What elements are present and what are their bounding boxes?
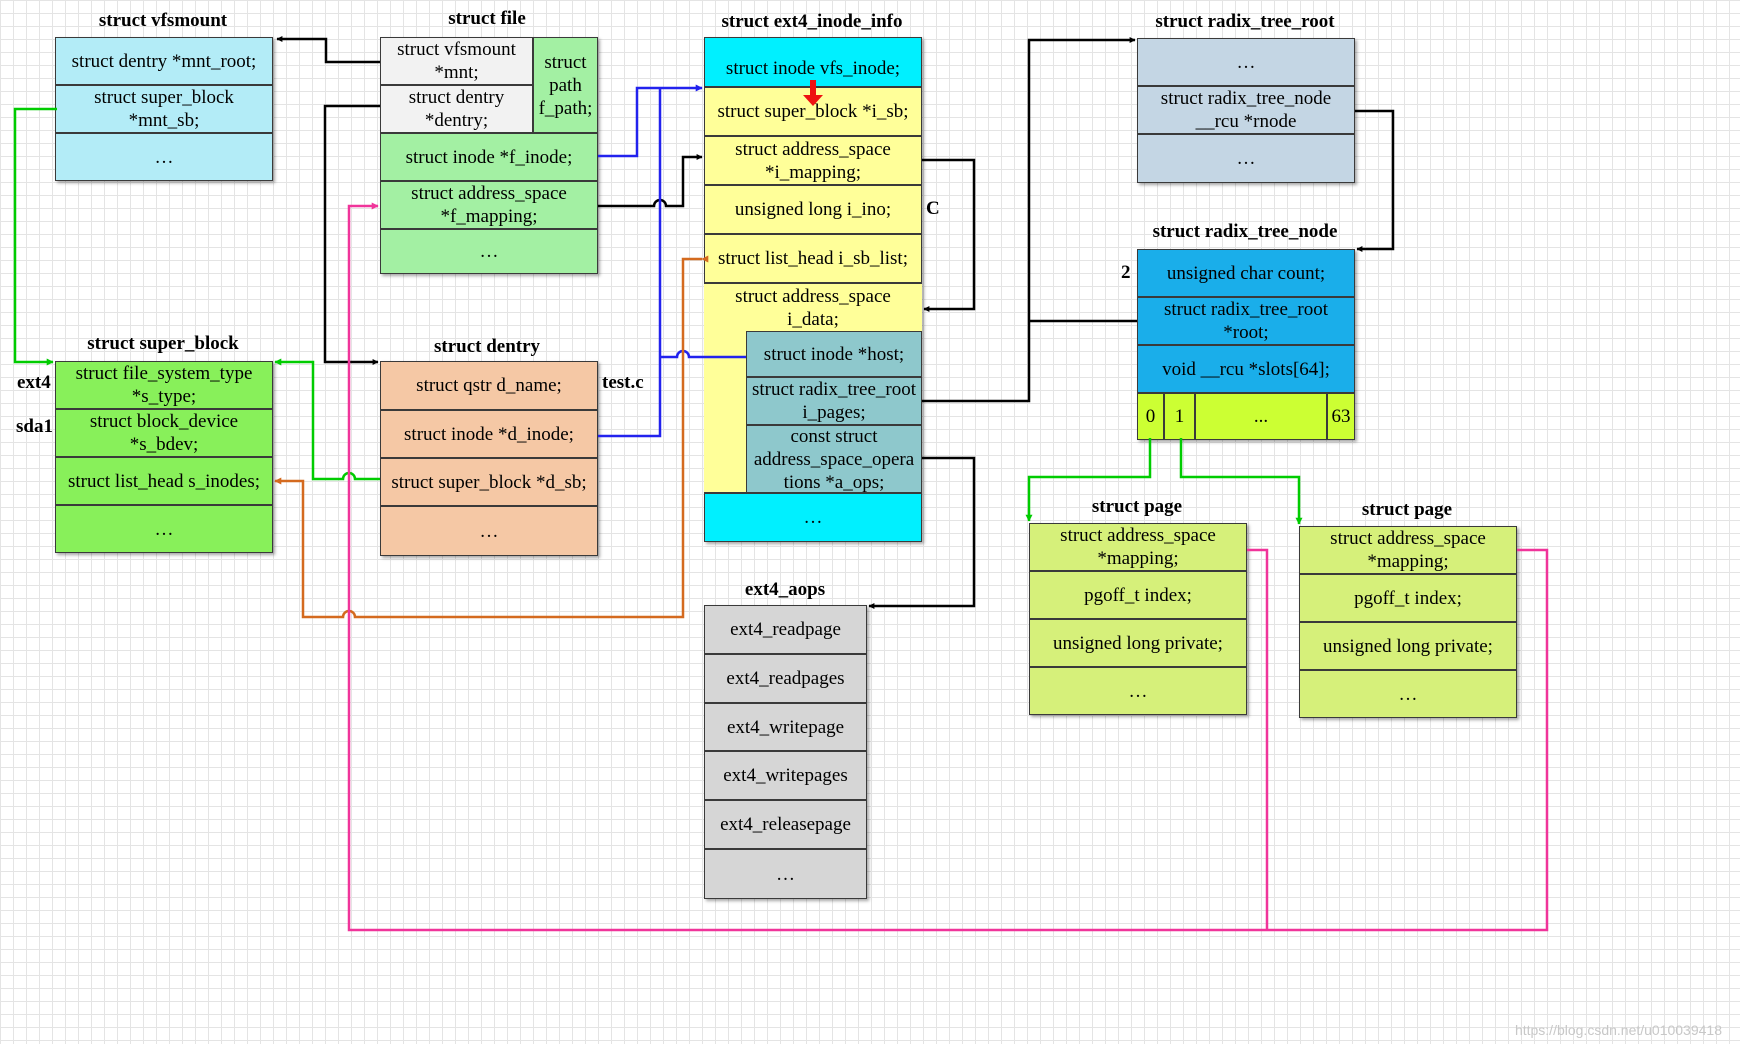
watermark: https://blog.csdn.net/u010039418 bbox=[1514, 1022, 1722, 1038]
file-f-inode-field: struct inode *f_inode; bbox=[380, 133, 598, 181]
dentry-d-name-field: struct qstr d_name; bbox=[380, 361, 598, 410]
inode-a-ops-field: const struct address_space_opera tions *… bbox=[746, 425, 922, 493]
radix-node-struct: unsigned char count; struct radix_tree_r… bbox=[1137, 249, 1355, 440]
aops-releasepage-field: ext4_releasepage bbox=[704, 800, 867, 849]
inode-i-mapping-field: struct address_space *i_mapping; bbox=[704, 136, 922, 185]
page2-more-field: … bbox=[1299, 670, 1517, 718]
inode-i-ino-field: unsigned long i_ino; bbox=[704, 185, 922, 234]
arrow-rnode-to-radix-node bbox=[1355, 109, 1395, 252]
dentry-more-field: … bbox=[380, 506, 598, 556]
dentry-test-c-label: test.c bbox=[602, 372, 644, 393]
file-more-field: … bbox=[380, 229, 598, 274]
dentry-struct: struct qstr d_name; struct inode *d_inod… bbox=[380, 361, 598, 556]
page2-mapping-field: struct address_space *mapping; bbox=[1299, 526, 1517, 574]
super-block-struct: struct file_system_type *s_type; struct … bbox=[55, 361, 273, 553]
radix-node-title: struct radix_tree_node bbox=[1152, 221, 1338, 242]
file-mnt-field: struct vfsmount *mnt; bbox=[380, 37, 533, 85]
line-page1-mapping bbox=[1247, 548, 1269, 930]
inode-c-label: C bbox=[926, 198, 940, 219]
radix-node-count-field: unsigned char count; bbox=[1137, 249, 1355, 297]
page1-index-field: pgoff_t index; bbox=[1029, 571, 1247, 619]
radix-slot-0: 0 bbox=[1137, 393, 1164, 440]
radix-node-count-label: 2 bbox=[1121, 262, 1131, 283]
page1-mapping-field: struct address_space *mapping; bbox=[1029, 523, 1247, 571]
aops-writepage-field: ext4_writepage bbox=[704, 703, 867, 751]
inode-i-data-field: struct address_space i_data; bbox=[704, 283, 922, 331]
inode-vfs-inode-field: struct inode vfs_inode; bbox=[704, 37, 922, 87]
radix-root-title: struct radix_tree_root bbox=[1155, 11, 1335, 32]
radix-node-slots-field: void __rcu *slots[64]; bbox=[1137, 345, 1355, 393]
radix-node-root-field: struct radix_tree_root *root; bbox=[1137, 297, 1355, 345]
inode-i-sb-field: struct super_block *i_sb; bbox=[704, 87, 922, 136]
vfsmount-title: struct vfsmount bbox=[98, 10, 228, 31]
aops-title: ext4_aops bbox=[744, 579, 826, 600]
page2-struct: struct address_space *mapping; pgoff_t i… bbox=[1299, 526, 1517, 718]
vfsmount-struct: struct dentry *mnt_root; struct super_bl… bbox=[55, 37, 273, 181]
radix-slot-1: 1 bbox=[1164, 393, 1195, 440]
inode-host-field: struct inode *host; bbox=[746, 331, 922, 377]
vfsmount-more-field: … bbox=[55, 133, 273, 181]
super-block-s-bdev-field: struct block_device *s_bdev; bbox=[55, 409, 273, 457]
page1-more-field: … bbox=[1029, 667, 1247, 715]
super-block-ext4-label: ext4 bbox=[17, 372, 51, 393]
file-f-path-field: struct path f_path; bbox=[533, 37, 598, 133]
arrow-i-mapping-to-i-data bbox=[922, 158, 976, 312]
vfsmount-mnt-root-field: struct dentry *mnt_root; bbox=[55, 37, 273, 85]
arrow-mnt-sb-to-super-block bbox=[13, 107, 57, 366]
aops-readpages-field: ext4_readpages bbox=[704, 654, 867, 703]
radix-root-rnode-field: struct radix_tree_node __rcu *rnode bbox=[1137, 86, 1355, 134]
aops-struct: ext4_readpage ext4_readpages ext4_writep… bbox=[704, 605, 867, 899]
inode-i-pages-field: struct radix_tree_root i_pages; bbox=[746, 377, 922, 425]
arrow-slot1-to-page2 bbox=[1179, 438, 1303, 525]
page1-struct: struct address_space *mapping; pgoff_t i… bbox=[1029, 523, 1247, 715]
inode-info-title: struct ext4_inode_info bbox=[721, 11, 903, 32]
super-block-s-inodes-field: struct list_head s_inodes; bbox=[55, 457, 273, 505]
super-block-more-field: … bbox=[55, 505, 273, 553]
vfsmount-mnt-sb-field: struct super_block *mnt_sb; bbox=[55, 85, 273, 133]
arrow-file-dentry-to-dentry bbox=[323, 104, 380, 365]
super-block-s-type-field: struct file_system_type *s_type; bbox=[55, 361, 273, 409]
file-f-mapping-field: struct address_space *f_mapping; bbox=[380, 181, 598, 229]
arrow-file-mnt-to-vfsmount bbox=[276, 36, 380, 64]
inode-i-sb-list-field: struct list_head i_sb_list; bbox=[704, 234, 922, 283]
page1-private-field: unsigned long private; bbox=[1029, 619, 1247, 667]
dentry-d-sb-field: struct super_block *d_sb; bbox=[380, 458, 598, 506]
arrow-i-pages-to-radix-root bbox=[922, 37, 1136, 403]
arrow-f-inode-to-vfs-inode bbox=[598, 84, 703, 158]
inode-more-field: … bbox=[704, 493, 922, 542]
radix-slot-63: 63 bbox=[1327, 393, 1355, 440]
arrow-d-sb-to-super-block bbox=[274, 358, 380, 481]
file-struct: struct vfsmount *mnt; struct dentry *den… bbox=[380, 37, 598, 274]
aops-more-field: … bbox=[704, 849, 867, 899]
file-title: struct file bbox=[448, 8, 526, 29]
file-dentry-field: struct dentry *dentry; bbox=[380, 85, 533, 133]
page1-title: struct page bbox=[1091, 496, 1183, 517]
super-block-title: struct super_block bbox=[87, 333, 239, 354]
radix-root-struct: … struct radix_tree_node __rcu *rnode … bbox=[1137, 38, 1355, 183]
aops-readpage-field: ext4_readpage bbox=[704, 605, 867, 654]
page2-private-field: unsigned long private; bbox=[1299, 622, 1517, 670]
aops-writepages-field: ext4_writepages bbox=[704, 751, 867, 800]
inode-info-struct: struct inode vfs_inode; struct super_blo… bbox=[704, 37, 922, 542]
radix-root-dots-bottom: … bbox=[1137, 134, 1355, 183]
dentry-d-inode-field: struct inode *d_inode; bbox=[380, 410, 598, 458]
page2-index-field: pgoff_t index; bbox=[1299, 574, 1517, 622]
radix-slot-more: ... bbox=[1195, 393, 1327, 440]
super-block-sda1-label: sda1 bbox=[16, 416, 53, 437]
dentry-title: struct dentry bbox=[433, 336, 541, 357]
page2-title: struct page bbox=[1361, 499, 1453, 520]
radix-root-dots-top: … bbox=[1137, 38, 1355, 86]
arrow-f-mapping-to-i-mapping bbox=[598, 154, 703, 208]
